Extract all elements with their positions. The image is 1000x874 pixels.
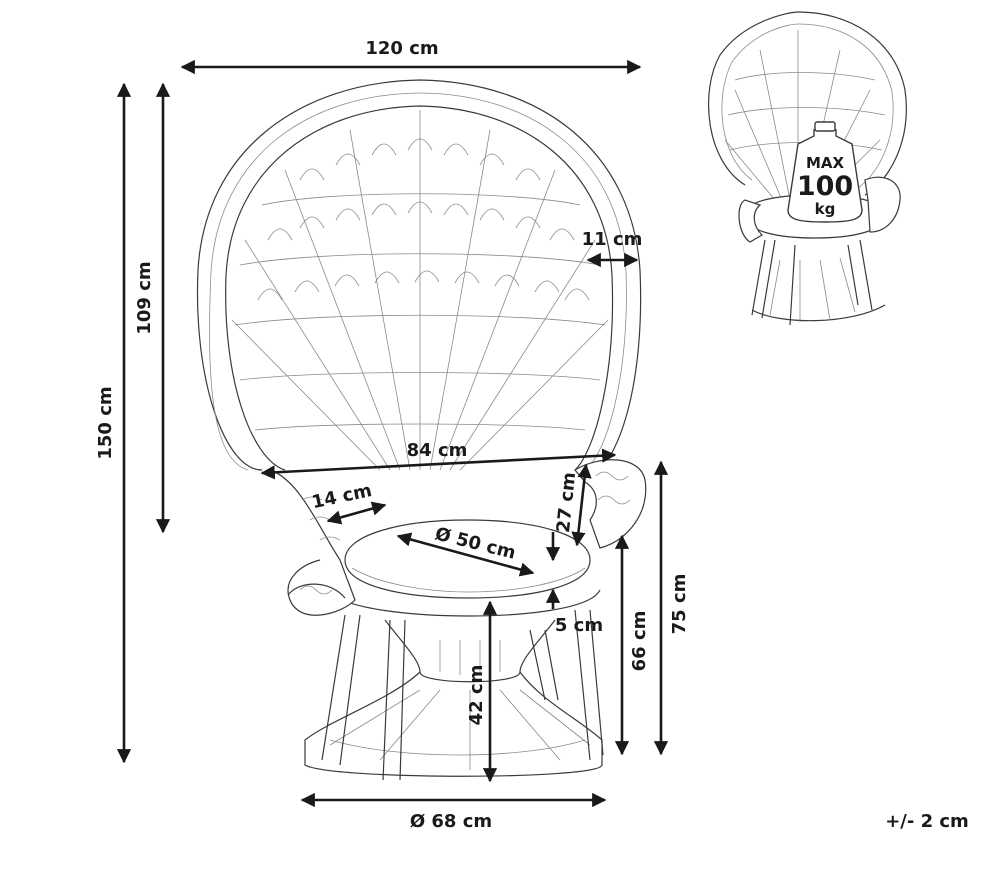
chair-backrest bbox=[196, 79, 642, 481]
chair-left-armrest bbox=[269, 469, 356, 616]
tolerance-label: +/- 2 cm bbox=[885, 811, 969, 832]
chair-base bbox=[304, 609, 604, 781]
back-height-label: 109 cm bbox=[134, 261, 155, 334]
seat-height-label: 66 cm bbox=[629, 611, 650, 672]
chair-drawing bbox=[196, 79, 647, 781]
back-cushion-height-arrow bbox=[571, 463, 592, 547]
cushion-diameter-arrow bbox=[396, 532, 535, 577]
frame-thickness-label: 11 cm bbox=[582, 229, 643, 250]
armrest-width-arrow bbox=[326, 501, 387, 525]
cushion-thickness-label: 5 cm bbox=[555, 615, 603, 636]
width-label: 120 cm bbox=[365, 38, 438, 59]
back-cushion-height-label: 27 cm bbox=[553, 471, 580, 534]
chair-thumbnail: MAX 100 kg bbox=[707, 11, 907, 326]
dimension-lines bbox=[116, 59, 669, 808]
base-diameter-label: Ø 68 cm bbox=[410, 811, 492, 832]
seat-width-arrow bbox=[260, 448, 617, 480]
base-height-label: 42 cm bbox=[466, 665, 487, 726]
seat-width-label: 84 cm bbox=[407, 440, 468, 461]
armrest-width-label: 14 cm bbox=[310, 480, 374, 513]
total-height-label: 150 cm bbox=[95, 386, 116, 459]
max-load-unit: kg bbox=[815, 200, 836, 218]
max-load-value: 100 bbox=[797, 171, 853, 202]
dimension-labels: 120 cm 150 cm 109 cm 11 cm 84 cm 14 cm Ø… bbox=[95, 38, 969, 832]
armrest-height-label: 75 cm bbox=[669, 574, 690, 635]
max-load-label: MAX bbox=[806, 154, 845, 172]
max-load-badge: MAX 100 kg bbox=[787, 121, 863, 223]
